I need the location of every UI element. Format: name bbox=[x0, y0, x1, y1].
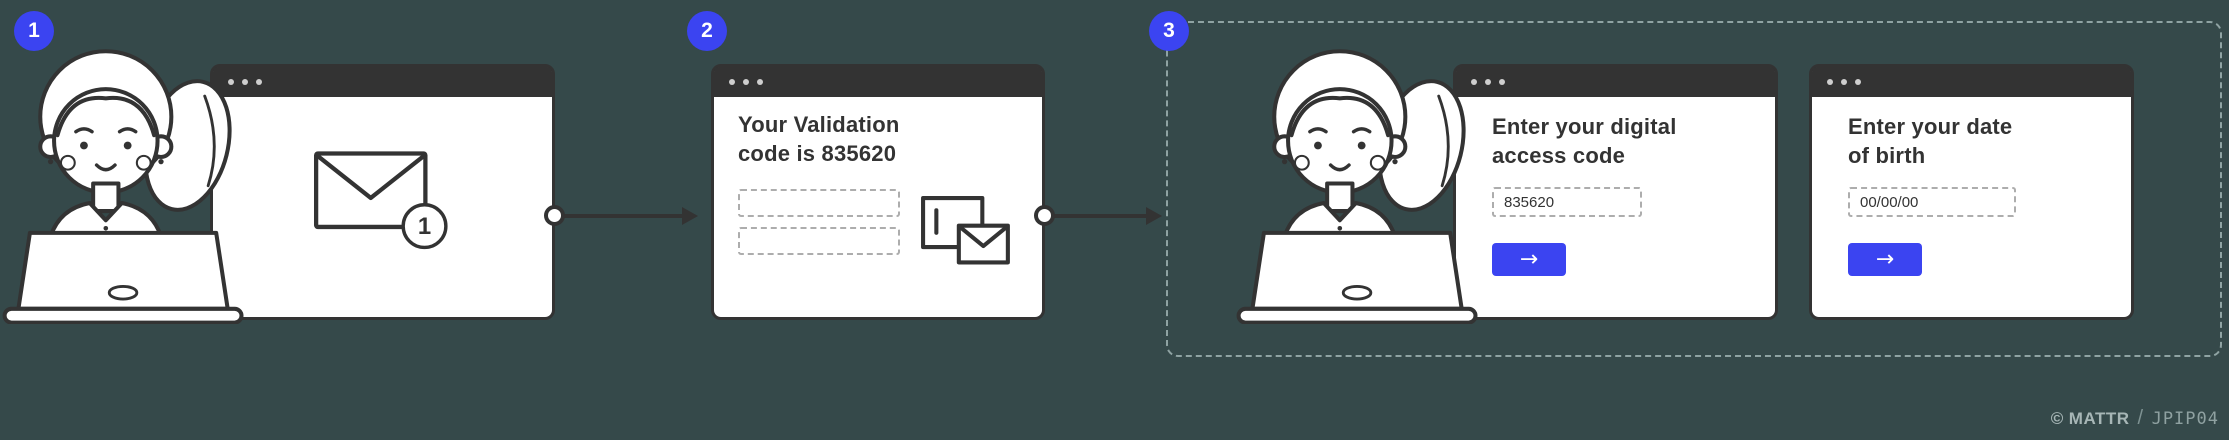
envelope-icon: 1 bbox=[313, 151, 448, 250]
access-code-window: Enter your digital access code 835620 → bbox=[1453, 64, 1778, 320]
window-control-dot bbox=[242, 79, 248, 85]
dob-heading: Enter your date of birth bbox=[1848, 113, 2012, 170]
access-code-heading-line1: Enter your digital bbox=[1492, 114, 1677, 139]
connector-dot-1 bbox=[544, 205, 565, 226]
window-body: 1 bbox=[213, 97, 552, 317]
step-1-badge: 1 bbox=[14, 11, 54, 51]
watermark: © MATTR / JPIP04 bbox=[2051, 407, 2219, 430]
submit-access-code-button: → bbox=[1492, 243, 1566, 276]
window-control-dot bbox=[757, 79, 763, 85]
window-control-dot bbox=[1485, 79, 1491, 85]
window-body: Your Validation code is 835620 bbox=[714, 97, 1042, 317]
window-titlebar bbox=[1456, 67, 1775, 97]
window-control-dot bbox=[1499, 79, 1505, 85]
watermark-code: JPIP04 bbox=[2151, 408, 2219, 429]
arrow-right-icon: → bbox=[1519, 246, 1539, 272]
window-control-dot bbox=[256, 79, 262, 85]
placeholder-field-2 bbox=[738, 227, 900, 255]
validation-heading: Your Validation code is 835620 bbox=[738, 111, 900, 168]
window-control-dot bbox=[743, 79, 749, 85]
window-body: Enter your date of birth 00/00/00 → bbox=[1812, 97, 2131, 317]
flow-arrow-2 bbox=[1050, 214, 1146, 218]
person-at-laptop-illustration bbox=[0, 36, 253, 324]
notification-count-badge: 1 bbox=[418, 213, 431, 240]
access-code-heading-line2: access code bbox=[1492, 142, 1626, 168]
dob-heading-line1: Enter your date bbox=[1848, 114, 2013, 139]
window-control-dot bbox=[1841, 79, 1847, 85]
date-of-birth-window: Enter your date of birth 00/00/00 → bbox=[1809, 64, 2134, 320]
validation-heading-line1: Your Validation bbox=[738, 112, 900, 137]
window-control-dot bbox=[1471, 79, 1477, 85]
copyright-icon: © bbox=[2050, 408, 2064, 428]
watermark-separator: / bbox=[2137, 407, 2144, 429]
submit-dob-button: → bbox=[1848, 243, 1922, 276]
window-control-dot bbox=[228, 79, 234, 85]
window-titlebar bbox=[714, 67, 1042, 97]
step-3-badge: 3 bbox=[1149, 11, 1189, 51]
flow-arrow-1-head bbox=[682, 207, 698, 225]
watermark-brand: MATTR bbox=[2068, 408, 2130, 428]
validation-heading-line2: code is 835620 bbox=[738, 140, 897, 166]
validation-code-window: Your Validation code is 835620 bbox=[711, 64, 1045, 320]
window-body: Enter your digital access code 835620 → bbox=[1456, 97, 1775, 317]
flow-arrow-2-head bbox=[1146, 207, 1162, 225]
arrow-right-icon: → bbox=[1875, 246, 1895, 272]
access-code-input: 835620 bbox=[1492, 187, 1642, 217]
placeholder-field-1 bbox=[738, 189, 900, 217]
window-control-dot bbox=[1827, 79, 1833, 85]
window-control-dot bbox=[1855, 79, 1861, 85]
flow-arrow-1 bbox=[560, 214, 684, 218]
step-2-badge: 2 bbox=[687, 11, 727, 51]
person-at-laptop-illustration bbox=[1234, 36, 1487, 324]
email-notification-window: 1 bbox=[210, 64, 555, 320]
dob-heading-line2: of birth bbox=[1848, 142, 1926, 168]
access-code-heading: Enter your digital access code bbox=[1492, 113, 1677, 170]
step-3-group-outline bbox=[1166, 21, 2222, 357]
window-titlebar bbox=[213, 67, 552, 97]
dob-input: 00/00/00 bbox=[1848, 187, 2016, 217]
window-titlebar bbox=[1812, 67, 2131, 97]
browser-mail-icon bbox=[921, 196, 1010, 265]
window-control-dot bbox=[729, 79, 735, 85]
connector-dot-2 bbox=[1034, 205, 1055, 226]
